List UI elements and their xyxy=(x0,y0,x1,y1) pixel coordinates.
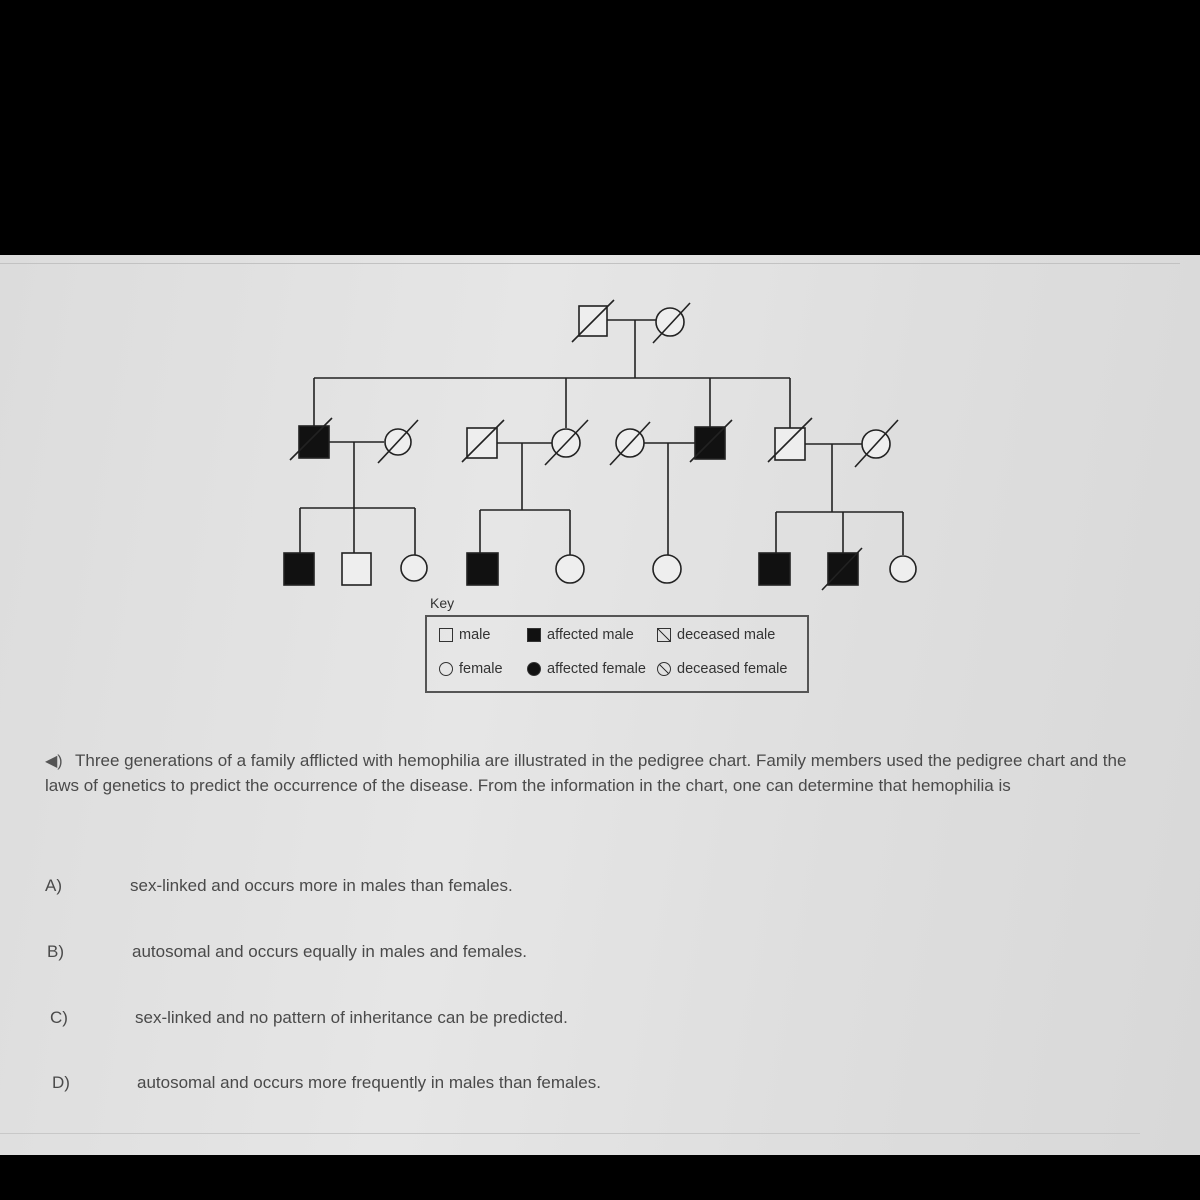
speaker-icon[interactable]: ◀) xyxy=(45,753,63,770)
slashed-circle-icon xyxy=(657,662,671,676)
pedigree-chart xyxy=(283,299,917,591)
option-letter: B) xyxy=(47,942,64,961)
option-text: autosomal and occurs equally in males an… xyxy=(132,942,527,961)
gen1-deceased-male xyxy=(571,299,615,343)
key-deceased-female: deceased female xyxy=(657,661,787,677)
key-affected-male: affected male xyxy=(527,627,634,643)
gen2-deceased-male xyxy=(767,417,813,463)
option-text: sex-linked and occurs more in males than… xyxy=(130,876,513,895)
option-letter: D) xyxy=(52,1073,70,1092)
gen3-female xyxy=(889,555,917,583)
gen2-deceased-female xyxy=(609,421,651,466)
gen2-deceased-male xyxy=(461,419,505,463)
gen3-affected-male xyxy=(283,552,315,586)
key-label: affected female xyxy=(547,661,646,677)
pedigree-key: male affected male deceased male female … xyxy=(425,615,809,693)
square-icon xyxy=(439,628,453,642)
gen2-affected-deceased-male xyxy=(289,417,333,461)
gen2-affected-deceased-male xyxy=(689,419,733,463)
key-title: Key xyxy=(430,595,455,611)
gen3-affected-deceased-male xyxy=(821,547,863,591)
gen3-affected-male xyxy=(758,552,791,586)
gen2-deceased-female xyxy=(544,419,589,466)
gen3-female xyxy=(555,554,585,584)
key-female: female xyxy=(439,661,503,677)
filled-square-icon xyxy=(527,628,541,642)
key-label: deceased female xyxy=(677,661,788,677)
filled-circle-icon xyxy=(527,662,541,676)
gen3-female xyxy=(652,554,682,584)
question-text: Three generations of a family afflicted … xyxy=(45,751,1127,795)
option-text: sex-linked and no pattern of inheritance… xyxy=(135,1008,568,1027)
key-label: female xyxy=(459,661,503,677)
gen3-female xyxy=(400,554,428,582)
key-label: affected male xyxy=(547,627,634,643)
question-screen: Key male affected male deceased male fem… xyxy=(0,255,1200,1155)
divider xyxy=(0,1133,1140,1134)
slashed-square-icon xyxy=(657,628,671,642)
option-text: autosomal and occurs more frequently in … xyxy=(137,1073,601,1092)
key-male: male xyxy=(439,627,490,643)
key-label: male xyxy=(459,627,491,643)
divider xyxy=(0,263,1180,264)
key-affected-female: affected female xyxy=(527,661,646,677)
gen3-male xyxy=(341,552,372,586)
question-text-block: ◀)Three generations of a family afflicte… xyxy=(45,749,1155,798)
key-deceased-male: deceased male xyxy=(657,627,775,643)
option-letter: C) xyxy=(50,1008,68,1027)
gen2-deceased-female xyxy=(854,419,899,468)
option-letter: A) xyxy=(45,876,62,895)
key-label: deceased male xyxy=(677,627,776,643)
gen3-affected-male xyxy=(466,552,499,586)
circle-icon xyxy=(439,662,453,676)
gen1-deceased-female xyxy=(652,302,691,344)
gen2-deceased-female xyxy=(377,419,419,464)
